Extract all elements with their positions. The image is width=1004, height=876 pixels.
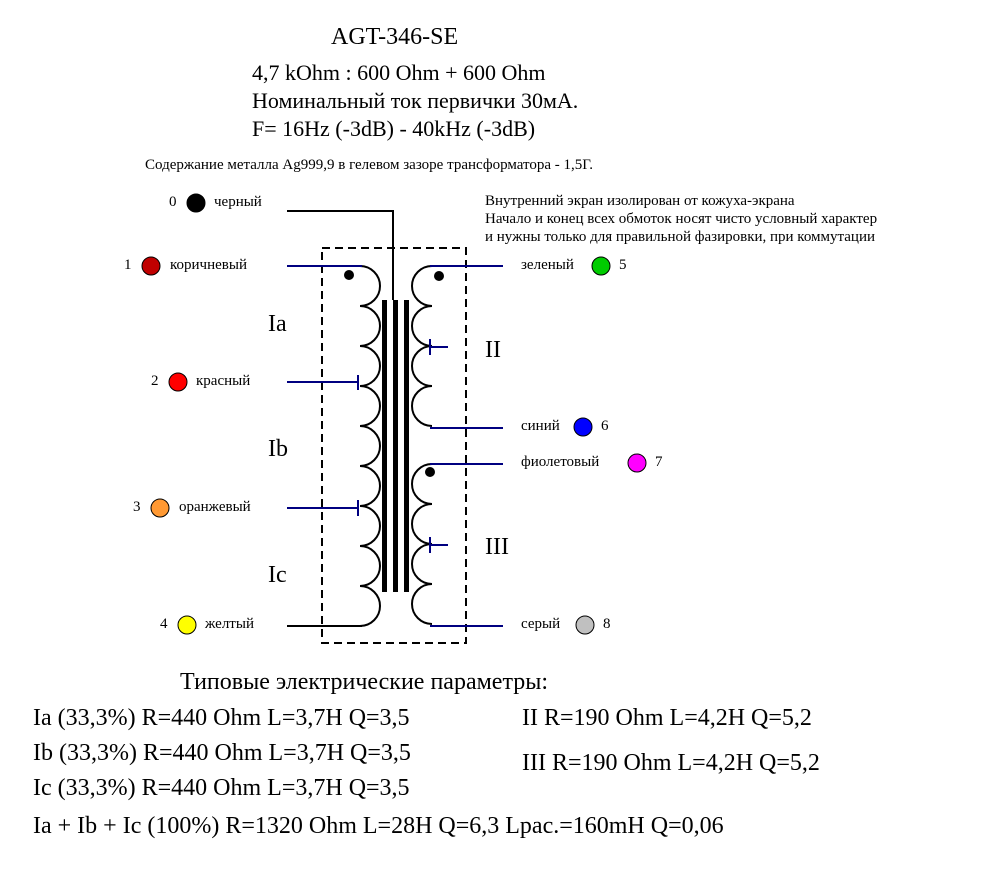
core-bar-3	[404, 300, 409, 592]
pin-2-label: красный	[196, 373, 251, 389]
secondary-ii-tap	[429, 339, 448, 355]
pin-7-number: 7	[655, 454, 663, 470]
winding-ii-label: II	[485, 337, 501, 363]
pin-4-number: 4	[160, 616, 168, 632]
winding-ic-label: Ic	[268, 562, 287, 588]
pin-2-marker	[168, 372, 188, 392]
pin-5-marker	[591, 256, 611, 276]
core-bar-1	[382, 300, 387, 592]
pin-1-label: коричневый	[170, 257, 247, 273]
pin-8-number: 8	[603, 616, 611, 632]
core-bar-2	[393, 300, 398, 592]
param-iii: III R=190 Ohm L=4,2H Q=5,2	[522, 750, 820, 776]
pin-0-wire	[287, 210, 394, 300]
note-phasing: и нужны только для правильной фазировки,…	[485, 229, 876, 245]
primary-phase-dot	[344, 270, 354, 280]
diagram-title: AGT-346-SE	[331, 24, 459, 50]
pin-3-label: оранжевый	[179, 499, 251, 515]
pin-0-number: 0	[169, 194, 177, 210]
pin-7-label: фиолетовый	[521, 454, 600, 470]
pin-0-label: черный	[214, 194, 262, 210]
pin-6-marker	[573, 417, 593, 437]
pin-0-marker	[186, 193, 206, 213]
param-ib: Ib (33,3%) R=440 Ohm L=3,7H Q=3,5	[33, 740, 411, 766]
secondary-ii-phase-dot	[434, 271, 444, 281]
param-ia: Ia (33,3%) R=440 Ohm L=3,7H Q=3,5	[33, 705, 410, 731]
spec-frequency: F= 16Hz (-3dB) - 40kHz (-3dB)	[252, 116, 536, 141]
pin-4-label: желтый	[205, 616, 254, 632]
winding-ia-label: Ia	[268, 311, 287, 337]
secondary-iii-tap	[429, 537, 448, 553]
spec-current: Номинальный ток первички 30мА.	[252, 88, 579, 113]
pin-3-wire	[287, 500, 359, 516]
pin-5-label: зеленый	[521, 257, 574, 273]
pin-2-wire	[287, 375, 359, 390]
pin-3-number: 3	[133, 499, 141, 515]
pin-4-marker	[177, 615, 197, 635]
pin-6-number: 6	[601, 418, 609, 434]
pin-5-number: 5	[619, 257, 627, 273]
pin-2-number: 2	[151, 373, 159, 389]
winding-iii-label: III	[485, 534, 509, 560]
param-ic: Ic (33,3%) R=440 Ohm L=3,7H Q=3,5	[33, 775, 410, 801]
pin-8-marker	[575, 615, 595, 635]
param-total: Ia + Ib + Ic (100%) R=1320 Ohm L=28H Q=6…	[33, 813, 724, 839]
pin-7-marker	[627, 453, 647, 473]
secondary-iii-phase-dot	[425, 467, 435, 477]
metal-note: Содержание металла Ag999,9 в гелевом заз…	[145, 157, 593, 173]
params-title: Типовые электрические параметры:	[180, 669, 549, 695]
pin-3-marker	[150, 498, 170, 518]
note-winding-start-end: Начало и конец всех обмоток носят чисто …	[485, 211, 878, 227]
note-shield: Внутренний экран изолирован от кожуха-эк…	[485, 193, 795, 209]
primary-winding	[359, 265, 381, 627]
spec-impedance: 4,7 kOhm : 600 Ohm + 600 Ohm	[252, 60, 546, 85]
pin-1-number: 1	[124, 257, 132, 273]
pin-6-label: синий	[521, 418, 560, 434]
param-ii: II R=190 Ohm L=4,2H Q=5,2	[522, 705, 812, 731]
winding-ib-label: Ib	[268, 436, 288, 462]
pin-1-marker	[141, 256, 161, 276]
pin-8-label: серый	[521, 616, 561, 632]
